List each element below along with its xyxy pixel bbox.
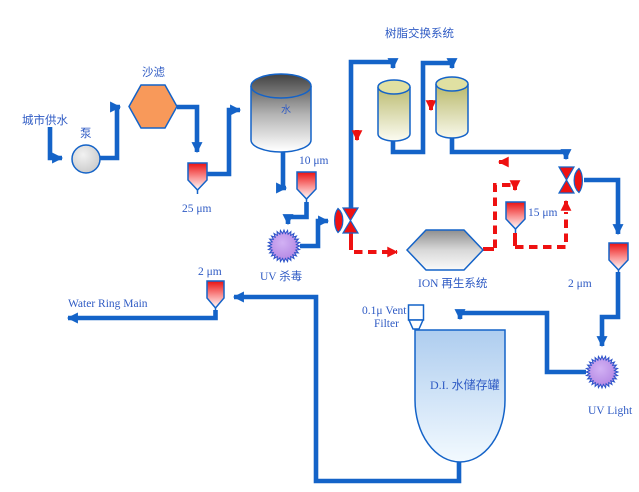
right-valve-symbol <box>557 166 583 194</box>
filter-2um-right-symbol <box>608 242 629 274</box>
sand-filter-symbol <box>128 84 178 129</box>
label-filter-15um: 15 μm <box>528 207 558 219</box>
pipe-sandfilter-to-25um <box>177 104 203 154</box>
label-sand-filter: 沙滤 <box>142 66 165 79</box>
pipe-25um-to-tank <box>207 104 242 177</box>
pipe-uv-to-left-valve <box>300 215 330 249</box>
filter-10um-symbol <box>296 171 317 204</box>
label-uv-light: UV Light <box>588 405 633 417</box>
pipe-10um-to-uv <box>282 202 309 226</box>
storage-tank-symbol <box>250 73 312 153</box>
label-uv-sterilizer: UV 杀毒 <box>260 269 303 283</box>
filter-25um-symbol <box>187 162 208 194</box>
uv-light-symbol <box>584 354 620 390</box>
label-vent-filter-2: Filter <box>374 318 399 330</box>
label-ion-regen: ION 再生系统 <box>418 276 488 290</box>
left-valve-crescent <box>334 207 344 234</box>
pipe-resin2-to-right-valve <box>449 135 572 161</box>
pipe-resin1-to-resin2 <box>390 58 458 155</box>
label-water-ring-main: Water Ring Main <box>68 298 148 310</box>
label-filter-2um-right: 2 μm <box>568 278 592 290</box>
uv-sterilizer-symbol <box>266 228 302 264</box>
label-tank-inlet: 水 <box>281 104 291 116</box>
blue-pipes <box>47 58 624 484</box>
pipe-valve-to-2um <box>584 177 624 236</box>
pipe-ditank-to-2um-left <box>232 291 462 484</box>
label-filter-10um: 10 μm <box>299 155 329 167</box>
pipe-citywater-to-pump <box>47 127 64 164</box>
di-tank-symbol <box>414 329 506 463</box>
filter-2um-left-symbol <box>206 280 225 312</box>
left-valve-symbol <box>334 207 360 234</box>
regen-red-lines <box>349 100 572 258</box>
pipe-pump-to-sandfilter <box>100 101 122 161</box>
label-vent-filter-1: 0.1μ Vent <box>362 305 407 317</box>
pipe-2um-to-waterring <box>66 310 218 324</box>
resin-column-2 <box>435 76 469 139</box>
filter-15um-symbol <box>505 201 526 233</box>
resin-column-1 <box>377 79 411 142</box>
pipe-uvlight-to-ditank <box>454 309 586 375</box>
label-resin-system-title: 树脂交换系统 <box>385 26 454 40</box>
label-di-tank: D.I. 水储存罐 <box>430 377 500 392</box>
vent-filter-symbol <box>407 304 425 330</box>
right-valve-bowtie <box>557 166 576 194</box>
label-filter-2um-left: 2 μm <box>198 266 222 278</box>
left-valve-bowtie <box>341 207 360 234</box>
label-pump: 泵 <box>80 127 92 140</box>
right-valve-crescent <box>573 167 583 194</box>
pump-symbol <box>71 144 101 174</box>
label-filter-25um: 25 μm <box>182 203 212 215</box>
ion-regen-symbol <box>405 229 485 271</box>
pipe-2um-to-uvlight <box>596 272 621 348</box>
regen-dash-ion-up <box>493 183 513 248</box>
pipe-valve-to-resin1 <box>348 58 399 208</box>
regen-dash-to-valve <box>515 212 568 249</box>
label-city-water: 城市供水 <box>22 113 68 127</box>
pipe-tank-to-10um <box>276 149 288 194</box>
